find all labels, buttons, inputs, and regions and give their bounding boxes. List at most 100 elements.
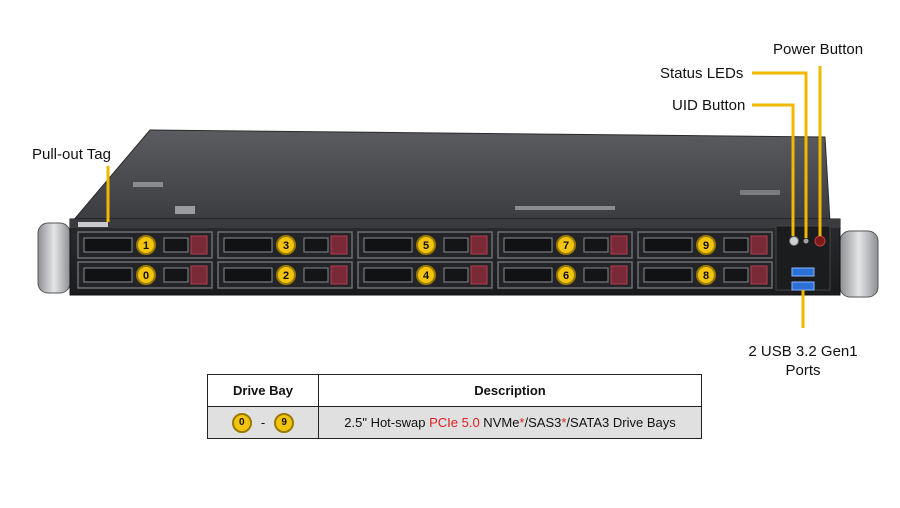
drive-grille [303, 267, 329, 283]
bay-number-label: 1 [143, 240, 149, 252]
drive-release-latch [190, 235, 208, 255]
drive-grille [303, 237, 329, 253]
drive-grille [163, 267, 189, 283]
drive-bay[interactable]: 8 [637, 261, 773, 289]
bay-number-badge [136, 235, 156, 255]
status-leds-label: Status LEDs [660, 65, 744, 82]
usb-port[interactable] [791, 267, 815, 277]
usb-ports-label-line2: Ports [785, 362, 821, 379]
drive-grille [503, 267, 553, 283]
uid-button-label: UID Button [672, 97, 746, 114]
chassis-vent-slot [515, 206, 615, 210]
callout-lines [106, 66, 822, 328]
bay-number-badge [556, 265, 576, 285]
drive-grille [443, 267, 469, 283]
drive-bay[interactable]: 0 [77, 261, 213, 289]
drive-bay[interactable]: 7 [497, 231, 633, 259]
bay-number-label: 2 [283, 270, 289, 282]
bay-number-label: 5 [423, 240, 429, 252]
uid-button[interactable] [789, 236, 799, 246]
drive-bay[interactable]: 5 [357, 231, 493, 259]
drive-bays: 1 3 5 7 9 0 2 4 6 8 [77, 231, 773, 289]
drive-grille [643, 237, 693, 253]
drive-release-latch [190, 265, 208, 285]
description-cell: 2.5" Hot-swap PCIe 5.0 NVMe*/SAS3*/SATA3… [318, 406, 702, 439]
bay-number-badge [416, 235, 436, 255]
chassis-vent-slot [175, 206, 195, 214]
drive-bay-cell: 0-9 [207, 406, 319, 439]
drive-bay[interactable]: 3 [217, 231, 353, 259]
drive-release-latch [750, 265, 768, 285]
drive-release-latch [610, 265, 628, 285]
bay-number-badge [696, 265, 716, 285]
drive-release-latch [330, 235, 348, 255]
usb-port[interactable] [791, 281, 815, 291]
front-panel-top-strip [70, 219, 840, 228]
pull-out-tag[interactable] [78, 222, 108, 227]
table-row: 0-9 2.5" Hot-swap PCIe 5.0 NVMe*/SAS3*/S… [207, 406, 702, 439]
drive-release-latch [470, 235, 488, 255]
uid-button-line [752, 103, 795, 236]
drive-release-latch [330, 265, 348, 285]
usb-ports-label: 2 USB 3.2 Gen1 Ports [730, 343, 876, 379]
status-led [803, 238, 809, 244]
drive-grille [223, 237, 273, 253]
desc-part-a: 2.5" Hot-swap [344, 415, 430, 430]
bay-number-label: 7 [563, 240, 569, 252]
drive-grille [583, 267, 609, 283]
drive-bay[interactable]: 2 [217, 261, 353, 289]
bay-range-dash: - [260, 415, 266, 430]
usb-ports-label-line1: 2 USB 3.2 Gen1 [748, 343, 858, 360]
right-rack-handle [839, 230, 879, 298]
drive-grille [643, 267, 693, 283]
power-button[interactable] [814, 235, 826, 247]
drive-grille [83, 237, 133, 253]
drive-grille [503, 237, 553, 253]
drive-bay[interactable]: 9 [637, 231, 773, 259]
drive-bay[interactable]: 1 [77, 231, 213, 259]
drive-release-latch [610, 235, 628, 255]
drive-grille [583, 237, 609, 253]
drive-grille [163, 237, 189, 253]
drive-release-latch [750, 235, 768, 255]
bay-number-label: 0 [143, 270, 149, 282]
drive-bay[interactable]: 6 [497, 261, 633, 289]
bay-number-badge [416, 265, 436, 285]
desc-nvme: NVMe [479, 415, 520, 430]
pull-out-tag-label: Pull-out Tag [32, 146, 111, 163]
bay-number-label: 3 [283, 240, 289, 252]
drive-grille [83, 267, 133, 283]
control-panel [775, 225, 831, 291]
drive-grille [223, 267, 273, 283]
bay-number-label: 4 [423, 270, 430, 282]
drive-grille [443, 237, 469, 253]
bay-badge-to: 9 [274, 412, 295, 433]
description-header: Description [318, 374, 702, 407]
drive-grille [363, 267, 413, 283]
chassis-vent-slot [133, 182, 163, 187]
power-button-label: Power Button [773, 41, 864, 58]
desc-star-1: * [519, 415, 525, 430]
bay-number-badge [276, 235, 296, 255]
drive-bay-table: Drive Bay Description 0-9 2.5" Hot-swap … [207, 374, 702, 439]
bay-number-badge [556, 235, 576, 255]
drive-bay[interactable]: 4 [357, 261, 493, 289]
drive-release-latch [470, 265, 488, 285]
bay-number-badge [696, 235, 716, 255]
drive-bay-header: Drive Bay [207, 374, 319, 407]
bay-number-badge [136, 265, 156, 285]
table-header-row: Drive Bay Description [207, 374, 702, 407]
drive-grille [363, 237, 413, 253]
bay-number-label: 9 [703, 240, 709, 252]
desc-star-2: * [561, 415, 567, 430]
bay-number-badge [276, 265, 296, 285]
desc-pcie: PCIe 5.0 [429, 415, 480, 430]
bay-badge-from: 0 [231, 412, 252, 433]
bay-number-label: 6 [563, 270, 569, 282]
desc-sas3: /SAS3 [524, 415, 562, 430]
chassis-vent-slot [740, 190, 780, 195]
desc-sata3: /SATA3 Drive Bays [566, 415, 676, 430]
status-leds-line [752, 71, 808, 238]
drive-grille [723, 267, 749, 283]
